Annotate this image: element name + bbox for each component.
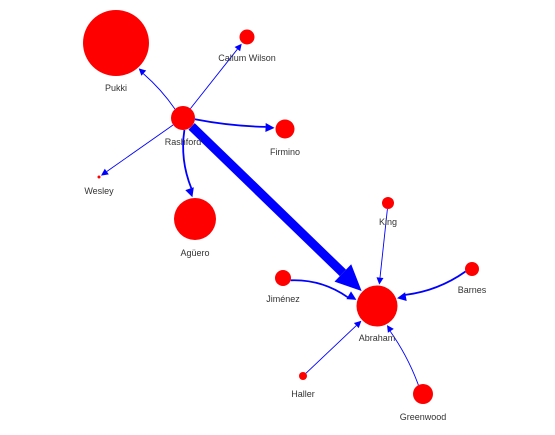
node-label-aguero: Agüero bbox=[180, 248, 209, 258]
edge-king-abraham bbox=[376, 208, 388, 285]
edge-barnes-abraham bbox=[397, 270, 467, 301]
edges-layer bbox=[101, 43, 467, 386]
node-abraham[interactable] bbox=[356, 285, 398, 327]
edge-line bbox=[305, 325, 357, 374]
edge-rashford-abraham bbox=[188, 123, 362, 291]
node-label-king: King bbox=[379, 217, 397, 227]
edge-line bbox=[188, 123, 347, 277]
node-label-barnes: Barnes bbox=[458, 285, 487, 295]
node-rashford[interactable] bbox=[171, 106, 195, 130]
edge-arrowhead bbox=[353, 320, 362, 329]
node-aguero[interactable] bbox=[174, 198, 216, 240]
edge-arrowhead bbox=[138, 68, 147, 76]
edge-rashford-pukki bbox=[138, 68, 176, 110]
node-label-wesley: Wesley bbox=[84, 186, 114, 196]
edge-line bbox=[405, 270, 467, 296]
edge-line bbox=[143, 73, 176, 110]
node-greenwood[interactable] bbox=[413, 384, 433, 404]
edge-greenwood-abraham bbox=[387, 325, 419, 386]
node-barnes[interactable] bbox=[465, 262, 479, 276]
edge-rashford-aguero bbox=[182, 129, 194, 198]
node-label-jimenez: Jiménez bbox=[266, 294, 300, 304]
edge-line bbox=[194, 118, 266, 128]
labels-layer: Pukki Callum WilsonRashfordFirminoWesleyA… bbox=[84, 53, 486, 422]
edge-line bbox=[290, 279, 349, 299]
edge-rashford-wesley bbox=[101, 124, 174, 176]
node-label-firmino: Firmino bbox=[270, 147, 300, 157]
edge-arrowhead bbox=[346, 291, 357, 300]
edge-line bbox=[389, 331, 419, 386]
edge-arrowhead bbox=[376, 277, 384, 285]
nodes-layer bbox=[83, 10, 479, 404]
edge-line bbox=[190, 48, 238, 109]
edge-arrowhead bbox=[185, 187, 194, 198]
node-label-abraham: Abraham bbox=[359, 333, 396, 343]
node-label-rashford: Rashford bbox=[165, 137, 202, 147]
edge-arrowhead bbox=[387, 325, 394, 333]
edge-haller-abraham bbox=[305, 320, 362, 374]
edge-line bbox=[379, 208, 388, 278]
node-wilson[interactable] bbox=[239, 29, 255, 45]
edge-arrowhead bbox=[101, 168, 109, 176]
edge-rashford-wilson bbox=[190, 43, 242, 109]
node-label-pukki: Pukki bbox=[105, 83, 127, 93]
edge-jimenez-abraham bbox=[290, 279, 357, 300]
edge-arrowhead bbox=[397, 292, 407, 301]
node-jimenez[interactable] bbox=[275, 270, 291, 286]
edge-line bbox=[182, 129, 193, 189]
node-label-haller: Haller bbox=[291, 389, 315, 399]
edge-line bbox=[106, 124, 174, 172]
node-pukki[interactable] bbox=[83, 10, 149, 76]
edge-arrowhead bbox=[265, 123, 275, 132]
edge-rashford-firmino bbox=[194, 118, 275, 132]
edge-arrowhead bbox=[234, 43, 242, 52]
node-king[interactable] bbox=[382, 197, 394, 209]
node-label-wilson: Callum Wilson bbox=[218, 53, 276, 63]
node-label-greenwood: Greenwood bbox=[400, 412, 447, 422]
edge-arrowhead bbox=[334, 264, 362, 291]
node-wesley[interactable] bbox=[97, 175, 101, 179]
node-firmino[interactable] bbox=[275, 119, 295, 139]
node-haller[interactable] bbox=[299, 372, 307, 380]
